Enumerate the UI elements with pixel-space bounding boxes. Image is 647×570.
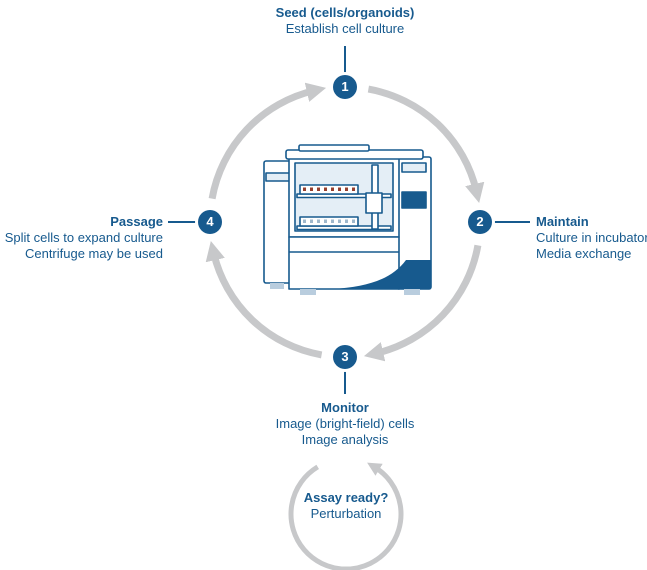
step-1-badge: 1 (333, 75, 357, 99)
arc-seed-to-maintain (367, 85, 485, 204)
assay-title: Assay ready? (303, 490, 389, 505)
arc-passage-to-seed (208, 82, 327, 200)
instrument-plate-lower (299, 216, 359, 227)
arc-maintain-to-monitor (363, 244, 482, 362)
step-2-line-1: Culture in incubator (536, 230, 647, 245)
instrument-illustration (263, 144, 432, 295)
step-3-line-2: Image analysis (301, 432, 389, 447)
step-2-line-2: Media exchange (536, 246, 632, 261)
step-2-label: Maintain Culture in incubator Media exch… (536, 214, 647, 262)
plate-wells-lower (303, 219, 355, 223)
plate-wells-upper (303, 187, 355, 191)
assay-label: Assay ready? Perturbation (304, 490, 389, 522)
instrument-plate-upper (299, 184, 359, 195)
assay-loop-arc (288, 462, 404, 570)
instrument-foot-left (300, 289, 316, 295)
step-3-line-1: Image (bright-field) cells (275, 416, 415, 431)
instrument-blue-swoosh (332, 260, 431, 289)
arc-monitor-to-passage (205, 240, 323, 359)
step-4-badge: 4 (198, 210, 222, 234)
step-3-title: Monitor (321, 400, 369, 415)
assay-subtitle: Perturbation (310, 506, 382, 521)
instrument-lid-tab (298, 144, 370, 152)
instrument-foot-right (404, 289, 420, 295)
step-2-title: Maintain (536, 214, 589, 229)
instrument-vent (401, 162, 427, 173)
connector-lines (168, 46, 530, 394)
instrument-gripper (365, 192, 383, 214)
step-4-line-1: Split cells to expand culture (4, 230, 163, 245)
step-1-label: Seed (cells/organoids) Establish cell cu… (276, 5, 415, 37)
step-4-title: Passage (110, 214, 163, 229)
step-2-badge: 2 (468, 210, 492, 234)
step-4-label: Passage Split cells to expand culture Ce… (5, 214, 163, 262)
step-4-line-2: Centrifuge may be used (24, 246, 163, 261)
instrument-screen (401, 191, 427, 209)
step-1-line-1: Establish cell culture (285, 21, 405, 36)
step-1-title: Seed (cells/organoids) (275, 5, 415, 20)
cycle-arcs (205, 82, 485, 362)
instrument-left-foot (270, 283, 284, 289)
step-3-badge: 3 (333, 345, 357, 369)
step-3-label: Monitor Image (bright-field) cells Image… (276, 400, 415, 448)
